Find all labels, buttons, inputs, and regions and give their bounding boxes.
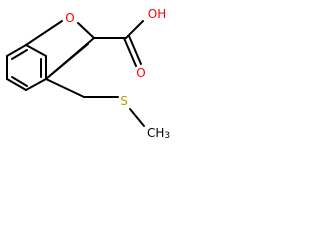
methyl-subscript: 3: [164, 131, 170, 141]
ring-oxygen-label: O: [65, 11, 74, 25]
bond-o1-c2: [77, 22, 95, 39]
bond-s-ch3: [129, 108, 145, 127]
bond-c7a-o1: [25, 20, 63, 46]
bond-c6-c7: [25, 78, 47, 91]
bond-c2-c3-inner: [51, 43, 89, 75]
bond-c7a-c4: [6, 44, 27, 57]
methyl-ch-text: CH: [147, 126, 164, 140]
carbonyl-oxygen-label: O: [136, 66, 145, 80]
bond-c3a-c7a: [25, 44, 47, 57]
atom-labels: O OH O S CH3: [65, 7, 170, 141]
bond-co-double-1: [123, 37, 137, 67]
molecule-structure: O OH O S CH3: [6, 7, 170, 141]
bonds: [6, 20, 145, 127]
sulfur-label: S: [120, 94, 128, 108]
methyl-label: CH3: [147, 126, 170, 141]
bond-c5-c6: [6, 78, 27, 91]
bond-inner-1: [11, 49, 28, 60]
bond-inner-2: [11, 76, 28, 87]
bond-co-double-2: [128, 35, 142, 65]
acid-hydroxyl-label: OH: [148, 7, 166, 21]
bond-c3-ch2: [45, 78, 85, 98]
